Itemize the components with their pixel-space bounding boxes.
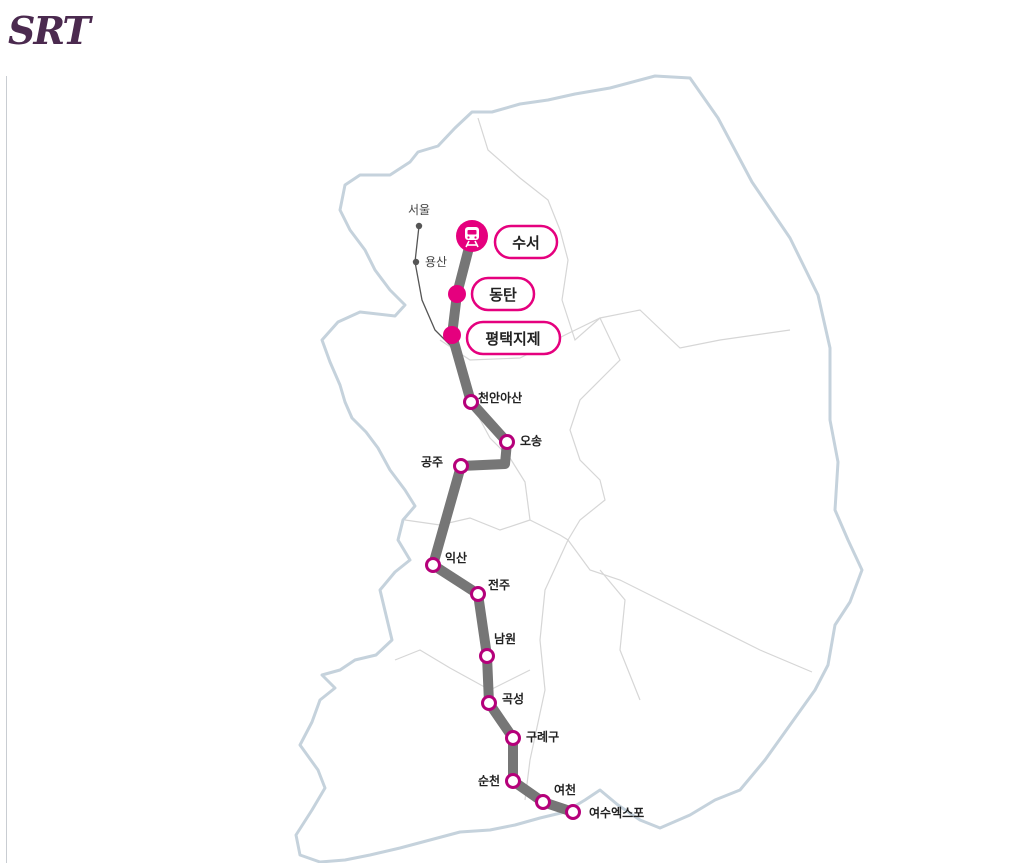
station-dot-yongsan[interactable] (412, 258, 420, 266)
left-divider (6, 76, 7, 863)
station-label-jeonju: 전주 (488, 577, 510, 592)
station-yeocheon[interactable]: 여천 (535, 782, 577, 810)
station-label-dongtan: 동탄 (489, 286, 517, 304)
station-label-suseo: 수서 (512, 234, 540, 252)
train-icon (465, 227, 479, 248)
station-suncheon[interactable]: 순천 (478, 773, 521, 789)
station-label-yongsan: 용산 (425, 255, 447, 269)
station-label-seoul: 서울 (408, 203, 430, 217)
station-label-osong: 오송 (520, 434, 542, 448)
province-borders (394, 117, 813, 801)
station-marker-pyeongtaek (443, 326, 461, 344)
station-label-yeosu: 여수엑스포 (589, 805, 644, 820)
station-cheonan[interactable]: 천안아산 (463, 390, 523, 410)
station-gokseong[interactable]: 곡성 (481, 692, 525, 711)
station-label-gokseong: 곡성 (502, 692, 524, 706)
station-label-iksan: 익산 (445, 550, 467, 565)
station-label-pyeongtaek: 평택지제 (485, 330, 540, 348)
srt-logo[interactable]: SRT (6, 10, 124, 52)
station-label-guryegu: 구례구 (526, 729, 559, 744)
station-dot-seoul[interactable] (415, 222, 423, 230)
station-marker-dongtan (448, 285, 466, 303)
station-label-namwon: 남원 (494, 631, 516, 646)
station-suseo[interactable]: 수서 (456, 220, 559, 260)
station-gongju[interactable]: 공주 (421, 455, 469, 474)
station-label-yeocheon: 여천 (554, 782, 576, 797)
station-dongtan[interactable]: 동탄 (448, 276, 536, 312)
station-iksan[interactable]: 익산 (425, 550, 468, 573)
station-label-suncheon: 순천 (478, 773, 500, 788)
station-label-cheonan: 천안아산 (478, 390, 522, 405)
station-label-gongju: 공주 (421, 455, 443, 469)
station-jeonju[interactable]: 전주 (470, 577, 511, 602)
branch-line (414, 225, 456, 351)
station-osong[interactable]: 오송 (499, 434, 543, 450)
station-yeosu[interactable]: 여수엑스포 (565, 804, 645, 820)
station-guryegu[interactable]: 구례구 (505, 729, 560, 746)
station-pyeongtaek[interactable]: 평택지제 (443, 320, 562, 356)
station-namwon[interactable]: 남원 (479, 631, 517, 664)
coastline (294, 74, 864, 863)
srt-logo-text: SRT (8, 10, 93, 52)
